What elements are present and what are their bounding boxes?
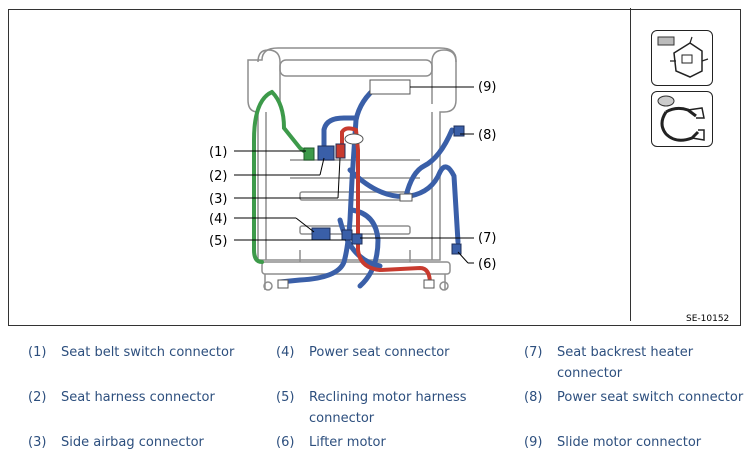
- callout-4: (4): [209, 212, 227, 227]
- figure-frame: [8, 9, 741, 326]
- connector-thumbnail-gray: [651, 30, 713, 86]
- blue-harness: [277, 83, 461, 289]
- callout-5: (5): [209, 234, 227, 249]
- callout-3: (3): [209, 192, 227, 207]
- callout-8: (8): [478, 128, 496, 143]
- callout-1: (1): [209, 145, 227, 160]
- callout-leaders: [234, 86, 474, 264]
- connector-thumbnail-light: [651, 91, 713, 147]
- connector-clamp-icon: [657, 95, 705, 142]
- callout-9: (9): [478, 80, 496, 95]
- green-harness: [252, 90, 310, 264]
- figure-divider: [630, 8, 631, 321]
- red-harness: [340, 126, 432, 286]
- callout-7: (7): [478, 231, 496, 246]
- callout-6: (6): [478, 257, 496, 272]
- connector-clip-icon: [657, 36, 709, 78]
- callout-2: (2): [209, 169, 227, 184]
- figure-code: SE-10152: [686, 314, 730, 324]
